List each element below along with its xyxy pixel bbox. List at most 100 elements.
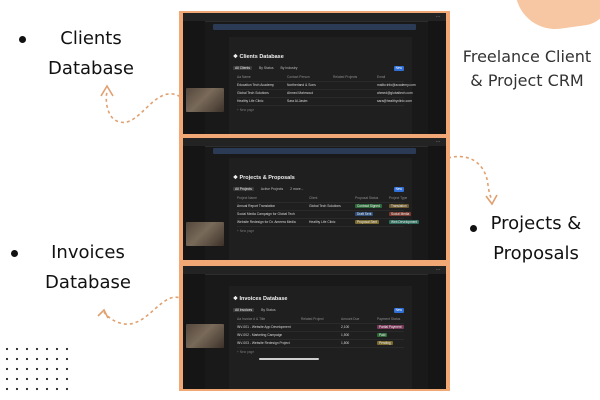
view-tabs[interactable]: All Projects Active Projects 2 more... xyxy=(233,187,310,191)
table-header: Aa Invoice # & Title Related Project Amo… xyxy=(237,316,404,324)
app-topbar: ⋯ xyxy=(183,138,446,147)
column-header: Related Projects xyxy=(333,75,358,79)
label-projects-line1: Projects & xyxy=(490,213,582,234)
column-header: Amount Due xyxy=(341,317,360,321)
view-tabs[interactable]: All Clients By Status By Industry xyxy=(233,66,303,70)
info-banner xyxy=(213,148,416,154)
column-header: Client xyxy=(309,196,318,200)
cover-photo xyxy=(186,222,224,246)
page-title-text: Clients Database xyxy=(239,54,284,60)
cell-invoice: INV-003 - Website Redesign Project xyxy=(237,341,290,345)
horizontal-scrollbar[interactable] xyxy=(259,358,319,360)
cell-name: Education Tech Academy xyxy=(237,83,274,87)
table-row[interactable]: INV-003 - Website Redesign Project 1,800… xyxy=(237,340,404,348)
tab-more[interactable]: 2 more... xyxy=(290,187,304,191)
status-badge: Proposal Sent xyxy=(355,220,380,225)
crm-title: Freelance Client & Project CRM xyxy=(457,45,597,93)
table-row[interactable]: Healthy Life Clinic Sara Al-Jasim sara@h… xyxy=(237,98,412,106)
label-invoices-line1: Invoices xyxy=(51,242,125,263)
right-shadow xyxy=(428,274,446,389)
table-row[interactable]: Social Media Campaign for Global Tech Dr… xyxy=(237,211,412,219)
right-shadow xyxy=(428,21,446,134)
bullet-dot-clients xyxy=(19,36,26,43)
page-title-text: Projects & Proposals xyxy=(239,175,295,181)
table-row[interactable]: Annual Report Translation Global Tech So… xyxy=(237,203,409,211)
crm-title-line2: & Project CRM xyxy=(470,71,584,90)
new-button[interactable]: New xyxy=(393,66,404,71)
table-row[interactable]: Website Redesign for Dr. Ameera Media He… xyxy=(237,219,420,227)
crm-title-line1: Freelance Client xyxy=(462,47,592,66)
new-page-button[interactable]: + New page xyxy=(237,229,255,233)
view-tabs[interactable]: All Invoices By Status xyxy=(233,308,282,312)
cell-email: sara@healthyclinic.com xyxy=(377,99,412,103)
sidebar-shadow xyxy=(183,21,205,134)
projects-panel: ❖ Projects & Proposals All Projects Acti… xyxy=(229,158,420,260)
tab-all-projects[interactable]: All Projects xyxy=(233,187,254,191)
bullet-dot-projects xyxy=(470,225,477,232)
column-header: Contact Person xyxy=(287,75,310,79)
table-row[interactable]: INV-001 - Website App Development 2,100 … xyxy=(237,324,404,332)
clients-panel: ❖ Clients Database All Clients By Status… xyxy=(229,37,416,134)
dot-grid-decoration xyxy=(5,347,69,391)
new-button[interactable]: New xyxy=(393,308,404,313)
invoices-panel: ❖ Invoices Database All Invoices By Stat… xyxy=(229,286,412,389)
tab-all-clients[interactable]: All Clients xyxy=(233,66,253,70)
tab-by-status[interactable]: By Status xyxy=(261,308,276,312)
cell-client: Global Tech Solutions xyxy=(309,204,341,208)
label-invoices-database: Invoices Database xyxy=(28,238,148,298)
cell-contact: Sara Al-Jasim xyxy=(287,99,308,103)
tab-by-status[interactable]: By Status xyxy=(259,66,274,70)
table-row[interactable]: Education Tech Academy Northerland & Son… xyxy=(237,82,416,90)
label-clients-line2: Database xyxy=(48,58,134,79)
invoices-screenshot: ⋯ ❖ Invoices Database All Invoices By St… xyxy=(183,266,446,389)
column-header: Project Type xyxy=(389,196,408,200)
arrow-to-projects xyxy=(447,155,498,206)
table-row[interactable]: INV-002 - Marketing Campaign 1,500 Paid xyxy=(237,332,404,340)
status-badge: Draft Sent xyxy=(355,212,374,217)
cell-email: ahmed@globaltech.com xyxy=(377,91,413,95)
payment-badge: Paid xyxy=(377,333,388,338)
new-button[interactable]: New xyxy=(393,187,404,192)
tab-by-industry[interactable]: By Industry xyxy=(280,66,298,70)
label-invoices-line2: Database xyxy=(45,272,131,293)
tab-all-invoices[interactable]: All Invoices xyxy=(233,308,255,312)
cell-email: mailto:info@academy.com xyxy=(377,83,416,87)
label-projects-line2: Proposals xyxy=(493,243,579,264)
column-header: Email xyxy=(377,75,386,79)
decorative-blob xyxy=(515,0,600,35)
type-badge: Web Development xyxy=(389,220,420,225)
column-header: Aa Invoice # & Title xyxy=(237,317,266,321)
column-header: Project Name xyxy=(237,196,257,200)
new-page-button[interactable]: + New page xyxy=(237,350,255,354)
table-row[interactable]: Global Tech Solutions Ahmed Mahmoud ahme… xyxy=(237,90,413,98)
column-header: Related Project xyxy=(301,317,324,321)
cell-invoice: INV-002 - Marketing Campaign xyxy=(237,333,283,337)
cell-project: Annual Report Translation xyxy=(237,204,276,208)
page-title: ❖ Projects & Proposals xyxy=(233,175,295,181)
info-banner xyxy=(213,24,416,30)
right-shadow xyxy=(428,146,446,260)
cell-contact: Ahmed Mahmoud xyxy=(287,91,314,95)
status-badge: Contract Signed xyxy=(355,204,382,209)
cell-client: Healthy Life Clinic xyxy=(309,220,336,224)
projects-screenshot: ⋯ ❖ Projects & Proposals All Projects Ac… xyxy=(183,138,446,260)
app-topbar: ⋯ xyxy=(183,13,446,22)
column-header: Aa Name xyxy=(237,75,251,79)
label-projects-proposals: Projects & Proposals xyxy=(480,209,592,269)
arrow-to-clients xyxy=(100,84,186,124)
arrow-to-invoices xyxy=(97,296,185,325)
label-clients-database: Clients Database xyxy=(36,24,146,84)
clients-screenshot: ⋯ ❖ Clients Database All Clients By Stat… xyxy=(183,13,446,134)
page-title: ❖ Invoices Database xyxy=(233,296,288,302)
tab-active-projects[interactable]: Active Projects xyxy=(260,187,284,191)
cell-amount: 1,500 xyxy=(341,333,350,337)
new-page-button[interactable]: + New page xyxy=(237,108,255,112)
table-header: Project Name Client Proposal Status Proj… xyxy=(237,195,408,203)
type-badge: Social Media xyxy=(389,212,412,217)
cover-photo xyxy=(186,88,224,112)
column-header: Payment Status xyxy=(377,317,401,321)
page-title-text: Invoices Database xyxy=(239,296,288,302)
cell-name: Healthy Life Clinic xyxy=(237,99,264,103)
cell-amount: 2,100 xyxy=(341,325,350,329)
type-badge: Translation xyxy=(389,204,409,209)
